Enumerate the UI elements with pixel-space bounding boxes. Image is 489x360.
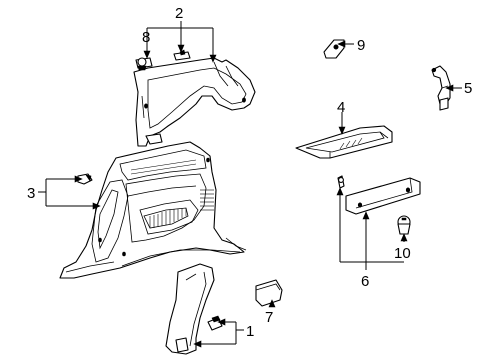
arrowheads [74, 40, 454, 348]
retainer-3 [77, 173, 93, 185]
push-clip-10 [397, 215, 411, 235]
callout-3: 3 [27, 185, 35, 202]
pillar-garnish [165, 263, 215, 355]
clip-2 [173, 49, 191, 61]
clip-8 [135, 57, 153, 71]
pillar-clip [207, 315, 223, 331]
hook-bracket-5 [431, 65, 451, 111]
callout-2: 2 [175, 5, 183, 22]
callout-7: 7 [265, 309, 273, 326]
panel-hatching [130, 159, 214, 228]
callout-4: 4 [337, 99, 345, 116]
upper-quarter-trim-panel [133, 57, 256, 147]
callout-8: 8 [142, 29, 150, 46]
callout-6: 6 [361, 273, 369, 290]
leader-lines [38, 21, 462, 345]
callout-5: 5 [464, 80, 472, 97]
callout-10: 10 [394, 245, 411, 262]
quarter-trim-panel [59, 141, 247, 279]
callout-9: 9 [357, 37, 365, 54]
callout-1: 1 [246, 323, 254, 340]
tray-panel-4 [295, 125, 393, 159]
cover-clip [337, 175, 345, 189]
cover-panel-6 [345, 177, 421, 215]
tray-ribs [339, 137, 363, 150]
cover-cap-7 [255, 279, 283, 307]
